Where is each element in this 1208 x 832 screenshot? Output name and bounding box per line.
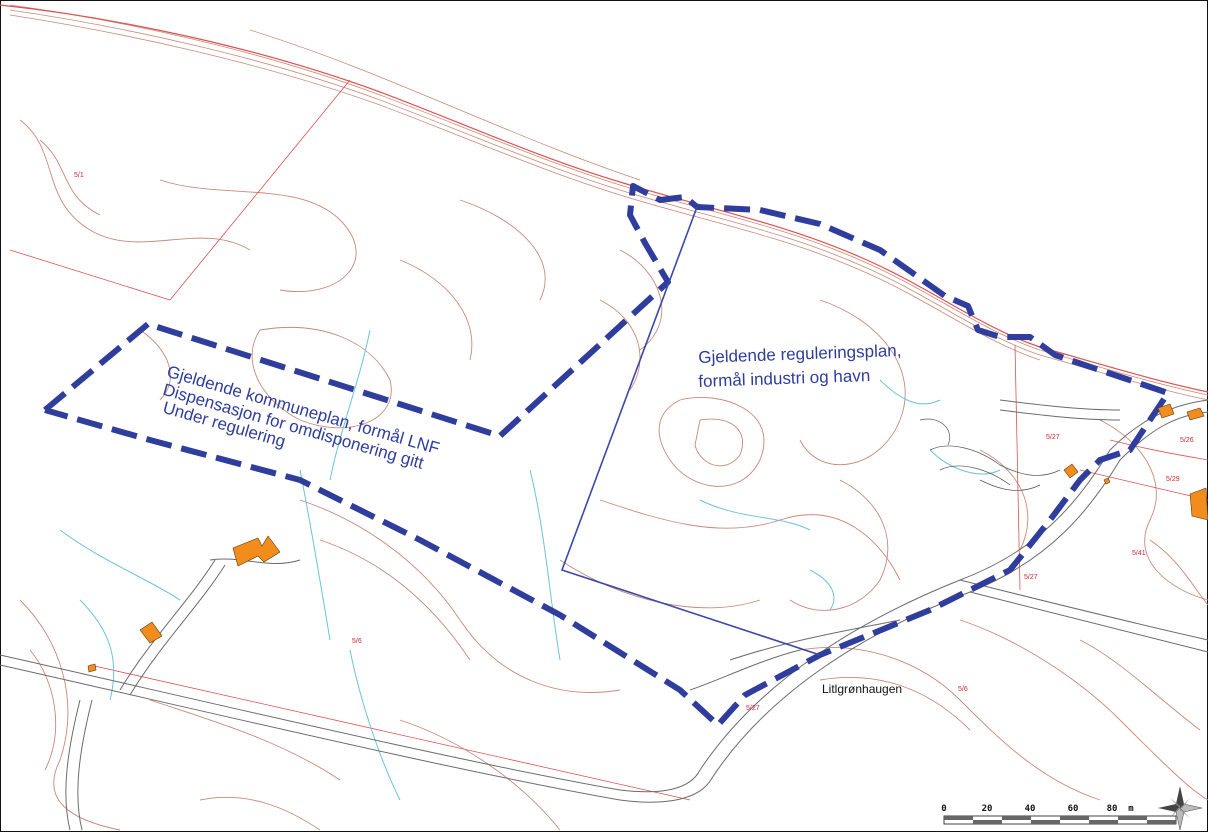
parcel-label: 5/27 <box>1024 574 1038 581</box>
scale-label-0: 0 <box>941 804 946 814</box>
roads <box>0 399 1208 831</box>
industrial-details <box>919 418 1061 491</box>
parcel-label: 5/1 <box>74 172 84 179</box>
scale-label-20: 20 <box>982 804 993 814</box>
scale-bar: 0 20 40 60 80 m <box>941 804 1177 825</box>
parcel-label: 5/26 <box>1180 437 1194 444</box>
coastline-contours <box>9 4 1208 401</box>
compass-rose-icon <box>1158 786 1203 831</box>
scale-label-40: 40 <box>1025 804 1036 814</box>
plan-boundary-solid <box>560 206 821 656</box>
streams <box>59 329 1001 801</box>
parcel-label: 5/6 <box>352 638 362 645</box>
scale-unit: m <box>1128 804 1134 814</box>
parcel-label: 5/27 <box>746 705 760 712</box>
parcel-label: 5/41 <box>1132 550 1146 557</box>
scale-label-80: 80 <box>1107 804 1118 814</box>
place-name-litlgronhaugen: Litlgrønhaugen <box>822 682 903 696</box>
parcel-label: 5/27 <box>1046 434 1060 441</box>
property-lines <box>9 79 1208 801</box>
buildings <box>87 403 1208 673</box>
parcel-label: 5/6 <box>958 686 968 693</box>
plan-boundary-dashed <box>43 183 1171 728</box>
scale-label-60: 60 <box>1068 804 1079 814</box>
parcel-label: 5/29 <box>1166 476 1180 483</box>
